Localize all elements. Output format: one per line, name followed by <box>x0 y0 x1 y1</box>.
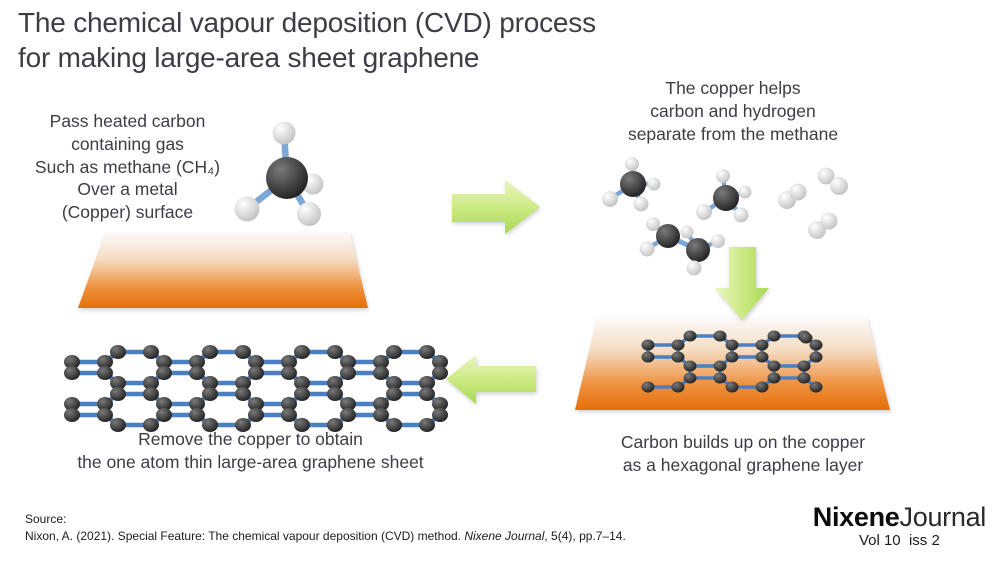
copper-surface-1 <box>78 233 368 308</box>
journal-logo: NixeneJournal Vol 10 iss 2 <box>812 502 987 550</box>
source-block: Source: Nixon, A. (2021). Special Featur… <box>25 511 626 546</box>
step4-caption: Remove the copper to obtain the one atom… <box>77 429 424 472</box>
arrow-right-icon <box>452 180 540 234</box>
separated-molecules <box>602 157 848 276</box>
arrow-down-icon <box>715 247 769 320</box>
graphene-on-copper-lattice <box>641 330 823 393</box>
step2-caption: The copper helps carbon and hydrogen sep… <box>627 78 839 144</box>
source-label: Source: <box>25 512 67 526</box>
methane-molecule <box>234 121 324 226</box>
step1-caption: Pass heated carbon containing gas Such a… <box>34 111 221 222</box>
step3-caption: Carbon builds up on the copper as a hexa… <box>620 432 866 475</box>
journal-name: Nixene Journal <box>464 529 545 544</box>
source-citation: Nixon, A. (2021). Special Feature: The c… <box>25 529 626 544</box>
arrow-left-icon <box>446 355 536 404</box>
page-title: The chemical vapour deposition (CVD) pro… <box>18 7 596 73</box>
journal-brand: NixeneJournal <box>812 502 987 532</box>
graphene-sheet-lattice <box>64 345 448 432</box>
journal-issue: Vol 10 iss 2 <box>858 532 940 550</box>
copper-surface-2 <box>575 318 890 410</box>
